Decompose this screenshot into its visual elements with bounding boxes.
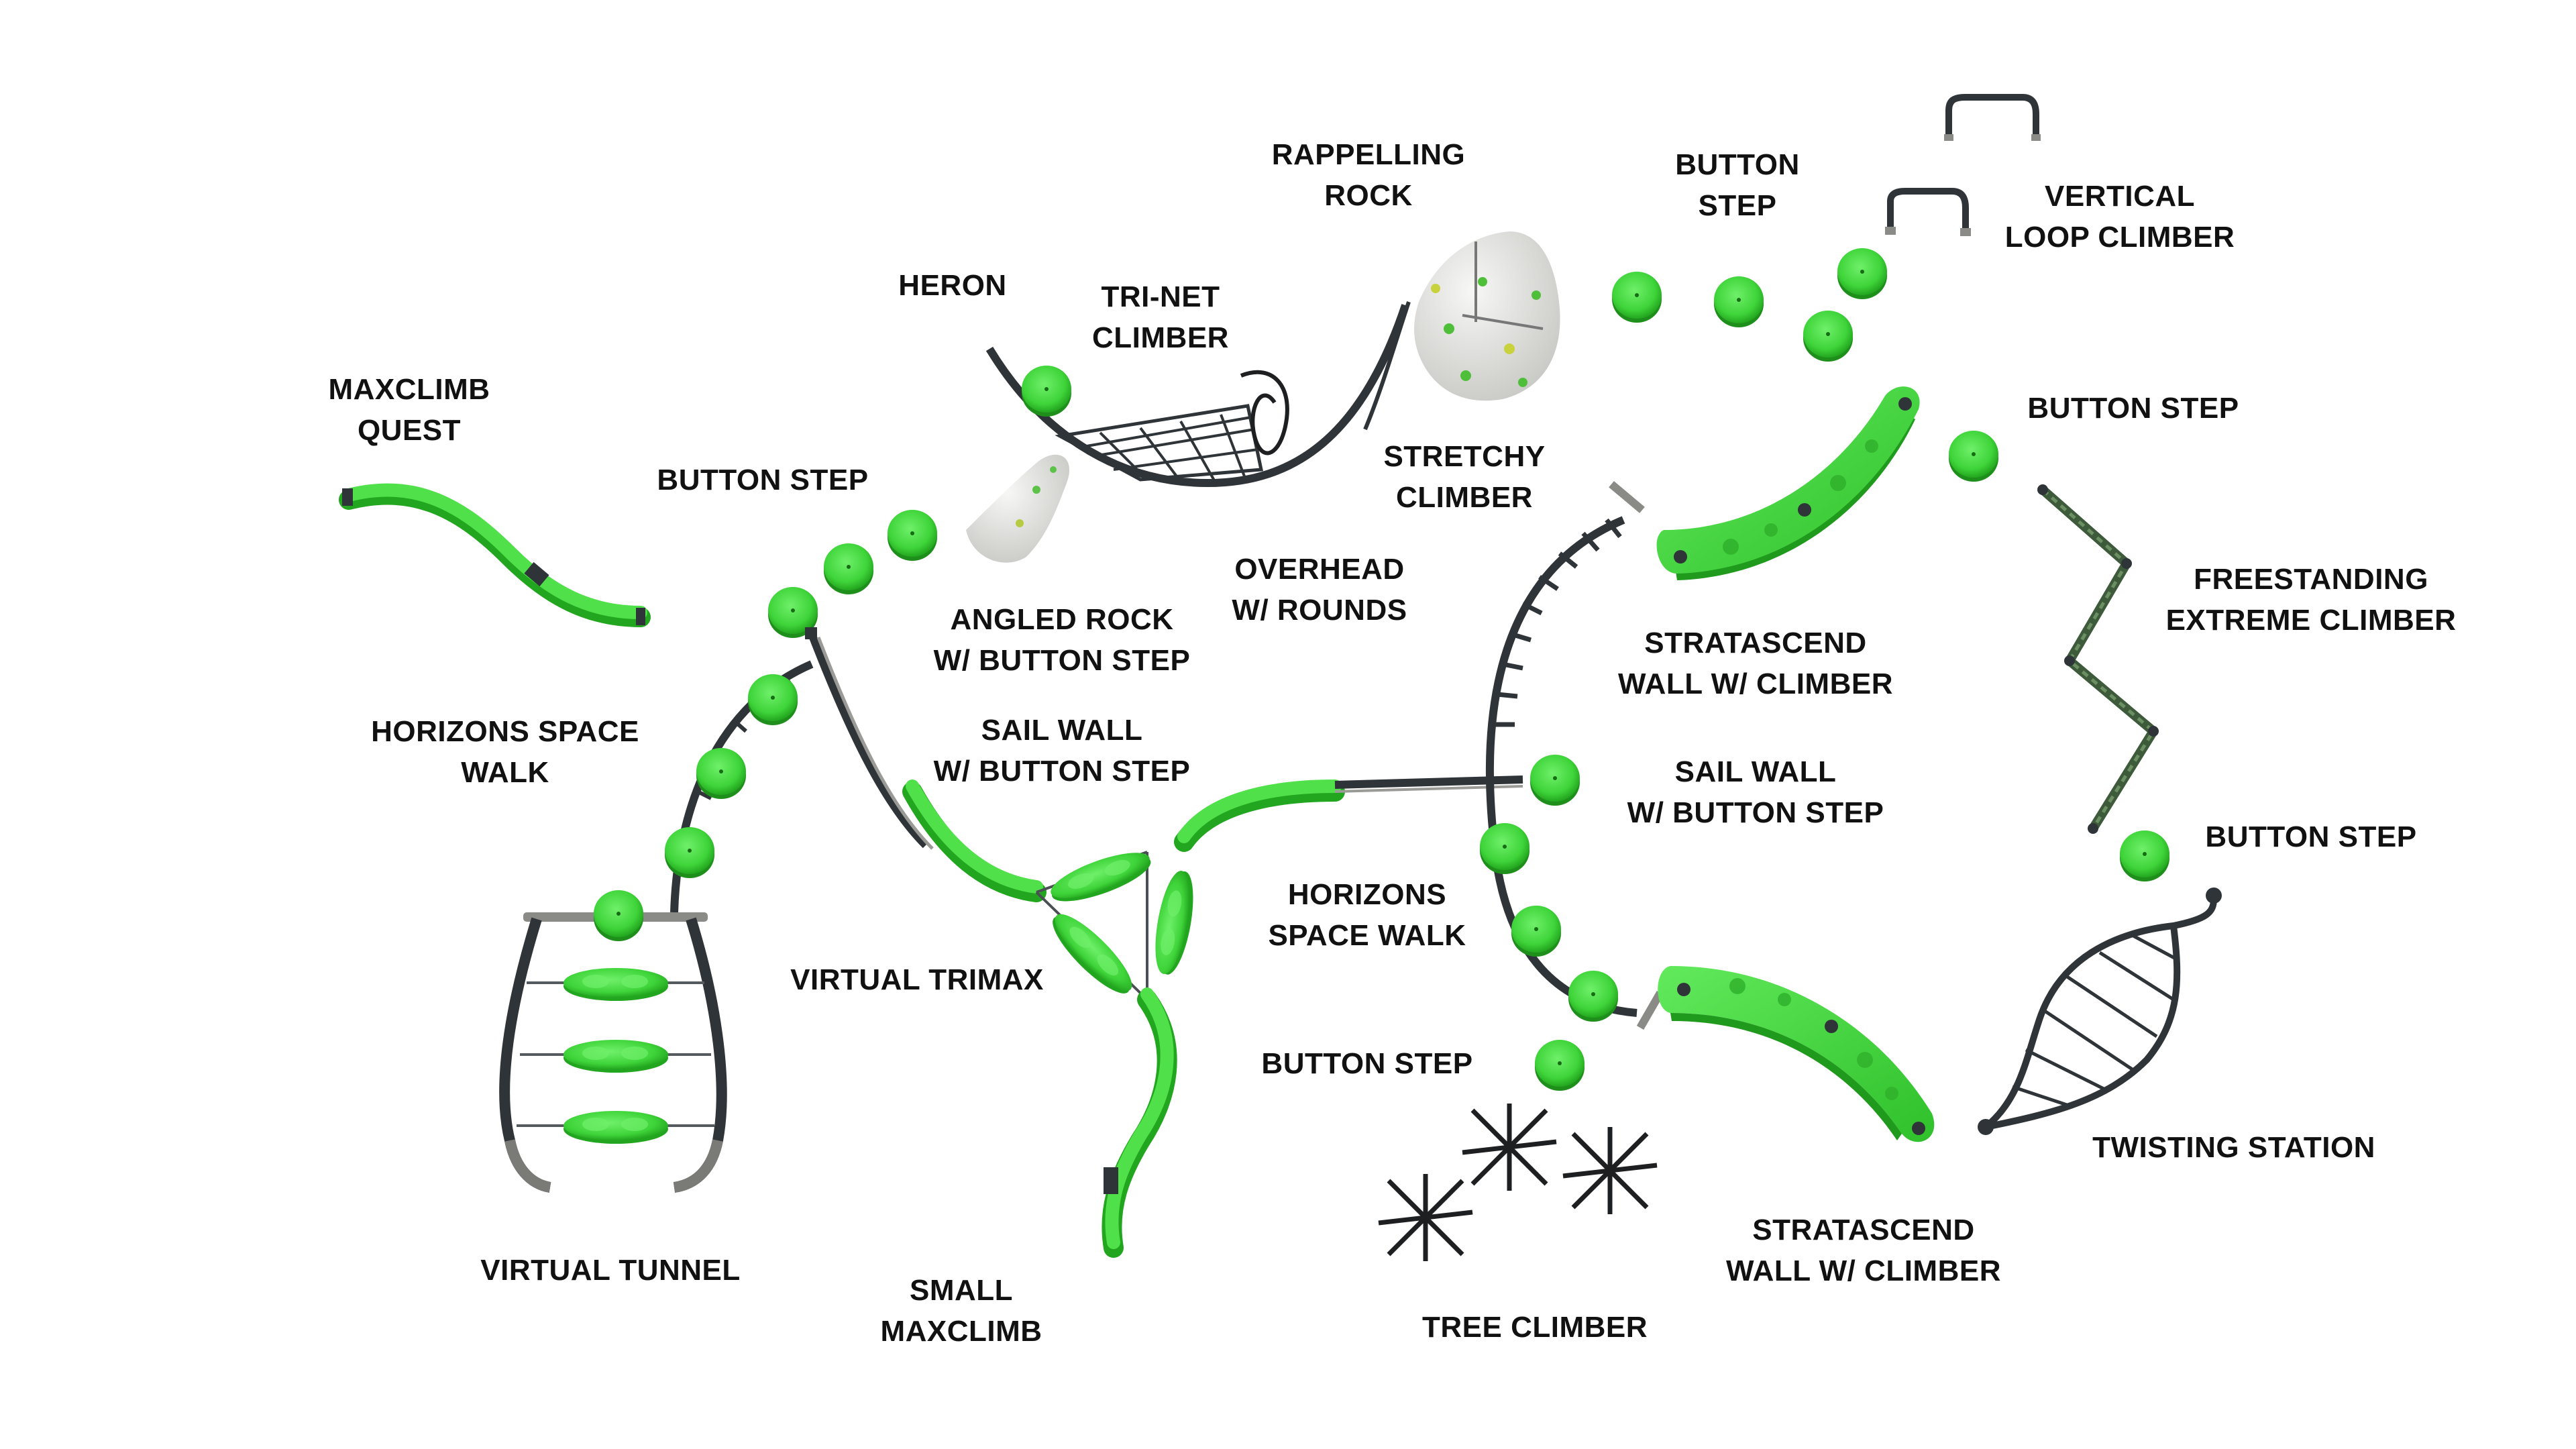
label-sail-wall-left: SAIL WALL W/ BUTTON STEP — [934, 710, 1191, 792]
label-line: VIRTUAL TRIMAX — [790, 963, 1044, 996]
vertical-loop-climber-icon — [1885, 94, 2041, 236]
label-button-step-top: BUTTON STEP — [1675, 144, 1800, 226]
label-line: EXTREME CLIMBER — [2165, 604, 2457, 637]
angled-rock-icon — [966, 454, 1069, 563]
label-virtual-trimax: VIRTUAL TRIMAX — [790, 959, 1044, 1000]
stratascend-wall-top-icon — [1656, 386, 1920, 580]
label-line: STRETCHY — [1383, 440, 1546, 473]
label-line: LOOP CLIMBER — [2004, 221, 2235, 254]
horizons-space-walk-center-icon — [1174, 775, 1523, 852]
maxclimb-quest-icon — [339, 483, 651, 627]
label-sail-wall-right: SAIL WALL W/ BUTTON STEP — [1627, 751, 1884, 833]
label-line: OVERHEAD — [1234, 553, 1405, 586]
label-line: SAIL WALL — [981, 714, 1143, 747]
label-line: W/ BUTTON STEP — [933, 755, 1191, 788]
freestanding-extreme-climber-icon — [2037, 484, 2159, 834]
label-line: FREESTANDING — [2194, 563, 2428, 596]
label-tree-climber: TREE CLIMBER — [1422, 1307, 1648, 1348]
label-line: W/ ROUNDS — [1232, 594, 1407, 627]
label-horizons-space-walk-center: HORIZONS SPACE WALK — [1268, 874, 1466, 956]
sail-wall-left-icon — [805, 627, 1046, 902]
virtual-tunnel-icon — [499, 890, 727, 1193]
label-line: STRATASCEND — [1644, 627, 1867, 659]
label-line: W/ BUTTON STEP — [1627, 796, 1884, 829]
label-line: HORIZONS SPACE — [371, 715, 639, 748]
label-line: STEP — [1698, 189, 1777, 222]
label-line: BUTTON STEP — [2205, 820, 2417, 853]
label-line: BUTTON STEP — [2027, 392, 2239, 425]
tri-net-climber-icon — [985, 301, 1411, 488]
label-line: MAXCLIMB — [328, 373, 490, 406]
label-line: VIRTUAL TUNNEL — [480, 1254, 741, 1287]
label-virtual-tunnel: VIRTUAL TUNNEL — [480, 1250, 741, 1291]
label-line: BUTTON STEP — [657, 464, 869, 496]
label-line: SAIL WALL — [1674, 755, 1837, 788]
label-small-maxclimb: SMALL MAXCLIMB — [880, 1270, 1042, 1352]
virtual-trimax-icon — [1035, 843, 1200, 1003]
label-overhead-rounds: OVERHEAD W/ ROUNDS — [1232, 549, 1407, 631]
label-line: ANGLED ROCK — [950, 603, 1174, 636]
label-button-step-right-top: BUTTON STEP — [2027, 388, 2239, 429]
label-line: HERON — [898, 269, 1007, 302]
overhead-rounds-icon — [1480, 481, 1664, 1091]
label-line: WALK — [461, 756, 549, 789]
label-button-step-center: BUTTON STEP — [1261, 1043, 1472, 1084]
label-stretchy-climber: STRETCHY CLIMBER — [1383, 436, 1545, 518]
label-line: VERTICAL — [2045, 180, 2195, 213]
label-stratascend-wall-bottom: STRATASCEND WALL W/ CLIMBER — [1726, 1210, 2001, 1291]
label-line: WALL W/ CLIMBER — [1726, 1254, 2001, 1287]
label-button-step-left: BUTTON STEP — [657, 460, 868, 500]
label-stratascend-wall-top: STRATASCEND WALL W/ CLIMBER — [1618, 623, 1893, 704]
rappelling-rock-icon — [1414, 231, 1560, 401]
label-line: CLIMBER — [1092, 321, 1229, 354]
label-twisting-station: TWISTING STATION — [2092, 1127, 2375, 1168]
twisting-station-icon — [1978, 888, 2222, 1135]
label-line: TREE CLIMBER — [1422, 1311, 1648, 1344]
label-line: QUEST — [357, 414, 462, 447]
stratascend-wall-bottom-icon — [1658, 966, 1935, 1142]
label-line: MAXCLIMB — [880, 1315, 1042, 1348]
label-line: BUTTON STEP — [1261, 1047, 1473, 1080]
label-rappelling-rock: RAPPELLING ROCK — [1272, 134, 1466, 216]
label-line: TRI-NET — [1101, 280, 1220, 313]
label-line: WALL W/ CLIMBER — [1618, 667, 1893, 700]
label-line: SPACE WALK — [1268, 919, 1466, 952]
label-line: BUTTON — [1675, 148, 1800, 181]
label-button-step-right-bottom: BUTTON STEP — [2205, 816, 2416, 857]
label-line: STRATASCEND — [1752, 1214, 1975, 1246]
label-freestanding-extreme-climber: FREESTANDING EXTREME CLIMBER — [2166, 559, 2457, 641]
label-angled-rock: ANGLED ROCK W/ BUTTON STEP — [934, 599, 1191, 681]
label-line: ROCK — [1324, 179, 1413, 212]
label-line: HORIZONS — [1287, 878, 1447, 911]
tree-climber-icon — [1379, 1104, 1657, 1261]
label-horizons-space-walk-left: HORIZONS SPACE WALK — [371, 711, 639, 793]
label-line: CLIMBER — [1396, 481, 1533, 514]
label-line: SMALL — [909, 1274, 1014, 1307]
label-line: W/ BUTTON STEP — [933, 644, 1191, 677]
button-step-left-icons — [665, 510, 937, 878]
label-tri-net-climber: TRI-NET CLIMBER — [1092, 276, 1229, 358]
label-vertical-loop-climber: VERTICAL LOOP CLIMBER — [2005, 176, 2235, 258]
label-maxclimb-quest: MAXCLIMB QUEST — [328, 369, 490, 451]
label-line: RAPPELLING — [1271, 138, 1466, 171]
label-heron: HERON — [898, 265, 1006, 306]
small-maxclimb-icon — [1102, 987, 1177, 1258]
label-line: TWISTING STATION — [2092, 1131, 2375, 1164]
